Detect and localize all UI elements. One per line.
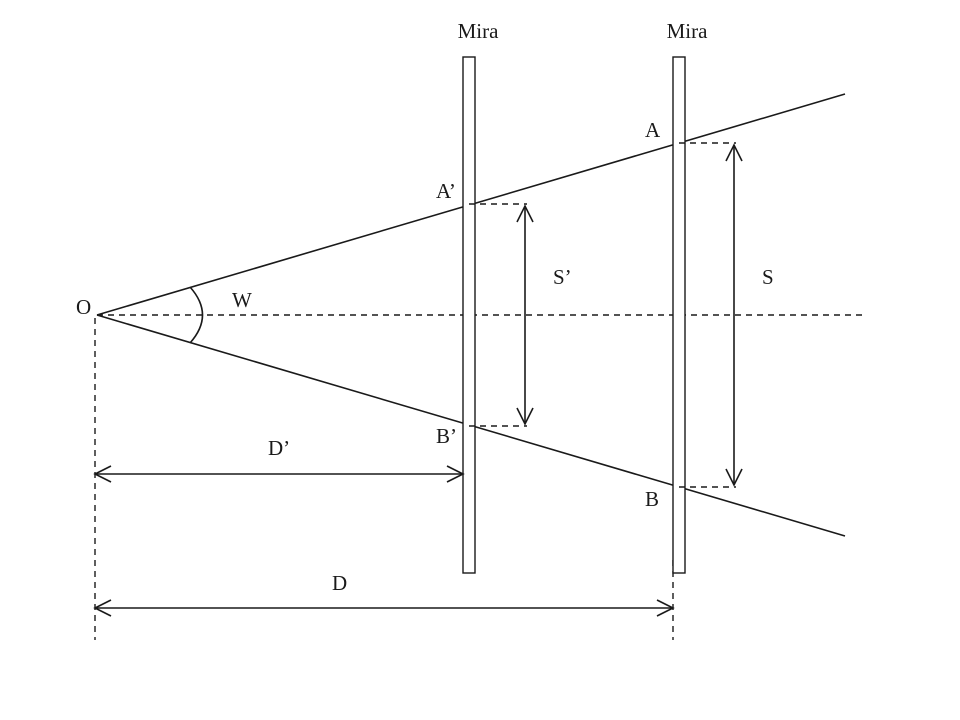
span-s-prime-label: S’: [553, 265, 572, 289]
angle-label: W: [232, 288, 252, 312]
span-s-label: S: [762, 265, 774, 289]
point-a-label: A: [645, 118, 661, 142]
point-a-prime-label: A’: [436, 179, 456, 203]
distance-d-prime-arrow: [93, 465, 465, 483]
staff-left-label: Mira: [458, 19, 500, 43]
point-b-prime-label: B’: [436, 424, 457, 448]
staff-left: [462, 56, 476, 574]
span-s-prime-arrow: [516, 204, 534, 426]
point-b-label: B: [645, 487, 659, 511]
span-s-arrow: [725, 143, 743, 487]
staff-right-label: Mira: [667, 19, 709, 43]
staff-right: [672, 56, 686, 574]
distance-d-label: D: [332, 571, 347, 595]
angle-arc: [189, 286, 204, 344]
origin-label: O: [76, 295, 91, 319]
distance-d-prime-label: D’: [268, 436, 290, 460]
distance-d-arrow: [93, 599, 675, 617]
